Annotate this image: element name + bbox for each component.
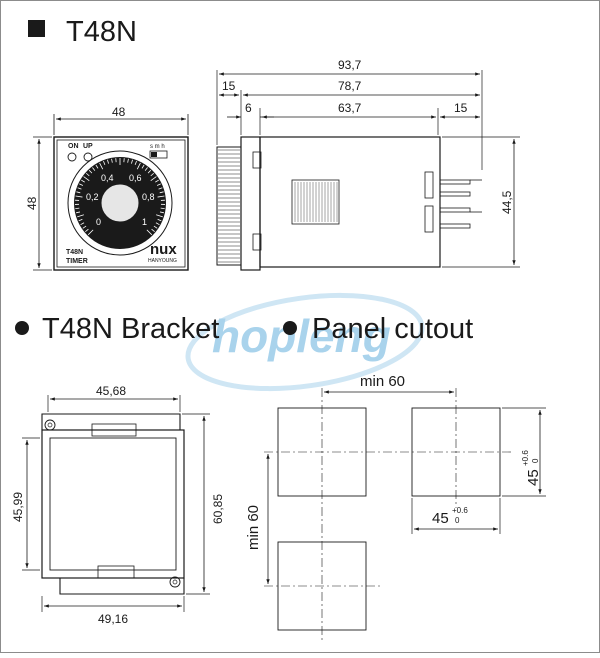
cutout-height-tol-upper: +0.6 <box>521 450 530 466</box>
bracket-view <box>22 395 210 612</box>
cutout-pitch-h-label: min 60 <box>360 373 405 390</box>
cutout-width-label: 45 +0.6 0 <box>432 506 468 527</box>
bracket-bottom-clip <box>98 566 134 578</box>
body-length-label: 78,7 <box>338 79 362 93</box>
front-height-label: 48 <box>25 196 39 210</box>
scale-label-1: 1 <box>142 217 147 227</box>
cutout-height-value: 45 <box>525 469 542 486</box>
cutout-width-value: 45 <box>432 510 449 527</box>
cutout-width-tol-upper: +0.6 <box>452 506 468 515</box>
bracket-outer-height-label: 60,85 <box>211 494 225 524</box>
pin-length-label: 15 <box>454 101 468 115</box>
scale-label-0: 0 <box>96 217 101 227</box>
bracket-screw-icon <box>45 420 55 430</box>
inner-length-label: 63,7 <box>338 101 362 115</box>
unit-label: s m h <box>150 144 165 150</box>
knob-offset-label: 6 <box>245 101 252 115</box>
maker-label: HANYOUNG <box>148 258 177 264</box>
dial-knob <box>101 184 139 222</box>
on-label: ON <box>68 143 79 150</box>
side-view <box>217 70 520 270</box>
section-title-t48n: T48N <box>66 16 137 48</box>
bracket-inner-height-label: 45,99 <box>11 492 25 522</box>
front-width-label: 48 <box>112 105 126 119</box>
up-label: UP <box>83 143 93 150</box>
model-label: T48N <box>66 249 83 256</box>
cutout-height-tol-lower: 0 <box>531 458 540 463</box>
bullet-dot-icon <box>15 321 29 335</box>
type-label: TIMER <box>66 258 88 265</box>
cutout-width-tol-lower: 0 <box>455 516 460 525</box>
side-label-window <box>292 180 339 224</box>
bracket-inner-frame <box>50 438 176 570</box>
scale-label-0-6: 0,6 <box>129 173 142 183</box>
overall-length-label: 93,7 <box>338 58 362 72</box>
bracket-bottom-ear <box>60 578 184 594</box>
brand-logo-text: nux <box>150 241 177 258</box>
scale-label-0-2: 0,2 <box>86 192 99 202</box>
cutout-height-label: 45 +0.6 0 <box>521 450 542 486</box>
front-depth-label: 15 <box>222 79 236 93</box>
section-title-bracket: T48N Bracket <box>42 313 219 345</box>
bullet-dot-icon <box>283 321 297 335</box>
bracket-top-ear <box>42 414 180 430</box>
cutout-centerlines <box>264 388 512 642</box>
scale-label-0-8: 0,8 <box>142 192 155 202</box>
on-led-icon <box>68 153 76 161</box>
bracket-top-width-label: 45,68 <box>96 384 126 398</box>
body-height-label: 44,5 <box>500 190 514 214</box>
scale-label-0-4: 0,4 <box>101 173 114 183</box>
cutout-view <box>264 388 546 642</box>
section-square-icon <box>28 20 45 37</box>
cutout-pitch-v-label: min 60 <box>245 505 262 550</box>
section-title-cutout: Panel cutout <box>312 313 473 345</box>
bracket-outer-frame <box>42 430 184 578</box>
side-body <box>260 137 440 267</box>
bracket-bottom-width-label: 49,16 <box>98 612 128 626</box>
